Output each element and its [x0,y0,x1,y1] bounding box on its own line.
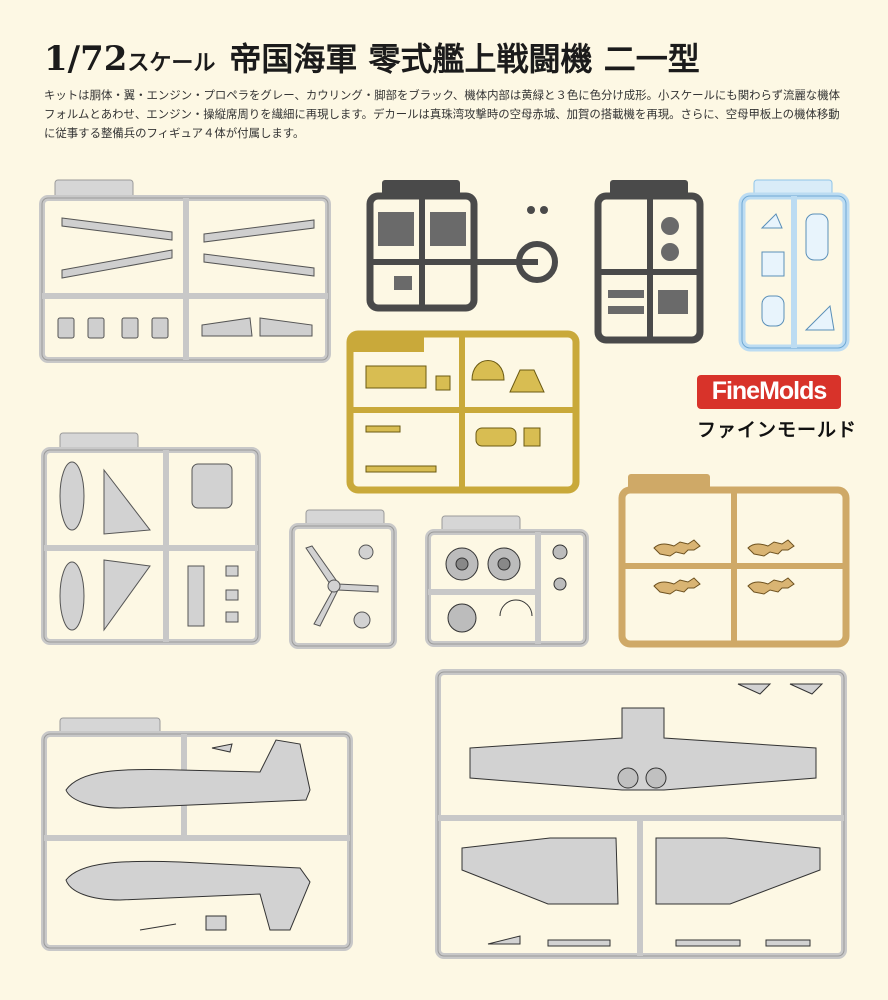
brand-logo-badge: FineMolds [697,375,841,409]
wing-strip-icon [57,217,315,339]
wing-icon [461,683,824,947]
clear-runner-canopy [738,179,850,352]
grey-runner-b [41,432,261,645]
black-runner-cowling [366,180,558,312]
wheel-icon [608,217,688,314]
scale-label: スケール [127,50,216,76]
scale-number: 1/72 [44,39,128,79]
tan-runner-figures [618,474,850,648]
cowling-ring-icon [378,206,558,290]
grey-runner-a [39,179,331,363]
grey-runner-fuselage [41,717,353,951]
brand-logo: FineMolds ファインモールド [697,375,857,442]
drop-tank-icon [59,461,239,632]
page-title: 1/72スケール帝国海軍 零式艦上戦闘機 二一型 [44,34,700,80]
grey-runner-wings [435,669,847,959]
grey-runner-engine [425,515,589,647]
olive-runner-interior [346,330,580,494]
grey-runner-propeller [289,509,397,649]
cockpit-icon [365,360,545,473]
canopy-icon [760,213,835,331]
fuselage-icon [65,739,311,931]
propeller-icon [305,544,379,629]
brand-logo-kana: ファインモールド [697,419,858,441]
radial-engine-icon [445,544,568,633]
kit-description: キットは胴体・翼・エンジン・プロペラをグレー、カウリング・脚部をブラック、機体内… [44,88,840,140]
kit-name: 帝国海軍 零式艦上戦闘機 二一型 [229,40,700,78]
black-runner-landing-gear [594,180,704,344]
